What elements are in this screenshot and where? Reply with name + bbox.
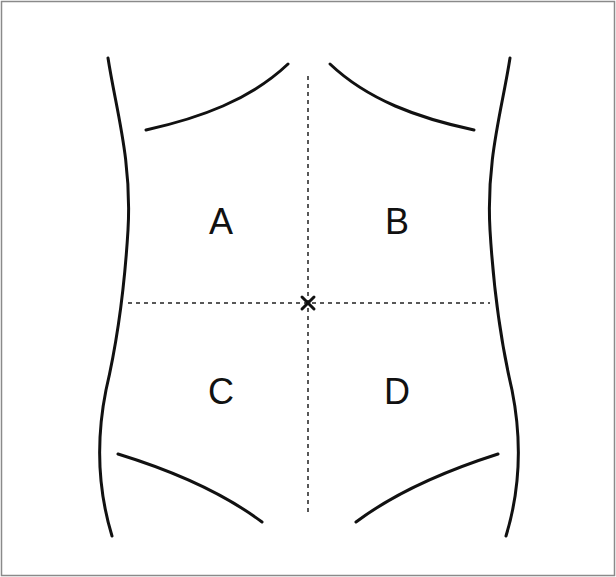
left-body-outline (100, 58, 129, 536)
right-inguinal-line (356, 454, 498, 522)
vertical-midline (307, 76, 309, 516)
umbilicus-mark (302, 297, 314, 309)
right-body-outline (489, 58, 518, 536)
left-costal-margin (146, 64, 288, 130)
left-inguinal-line (118, 454, 262, 522)
right-costal-margin (330, 64, 474, 130)
quadrant-label: D (384, 374, 410, 410)
quadrant-label: C (208, 374, 234, 410)
quadrant-label: A (209, 204, 233, 240)
umbilicus-mark (302, 297, 314, 309)
quadrant-label: B (385, 204, 409, 240)
